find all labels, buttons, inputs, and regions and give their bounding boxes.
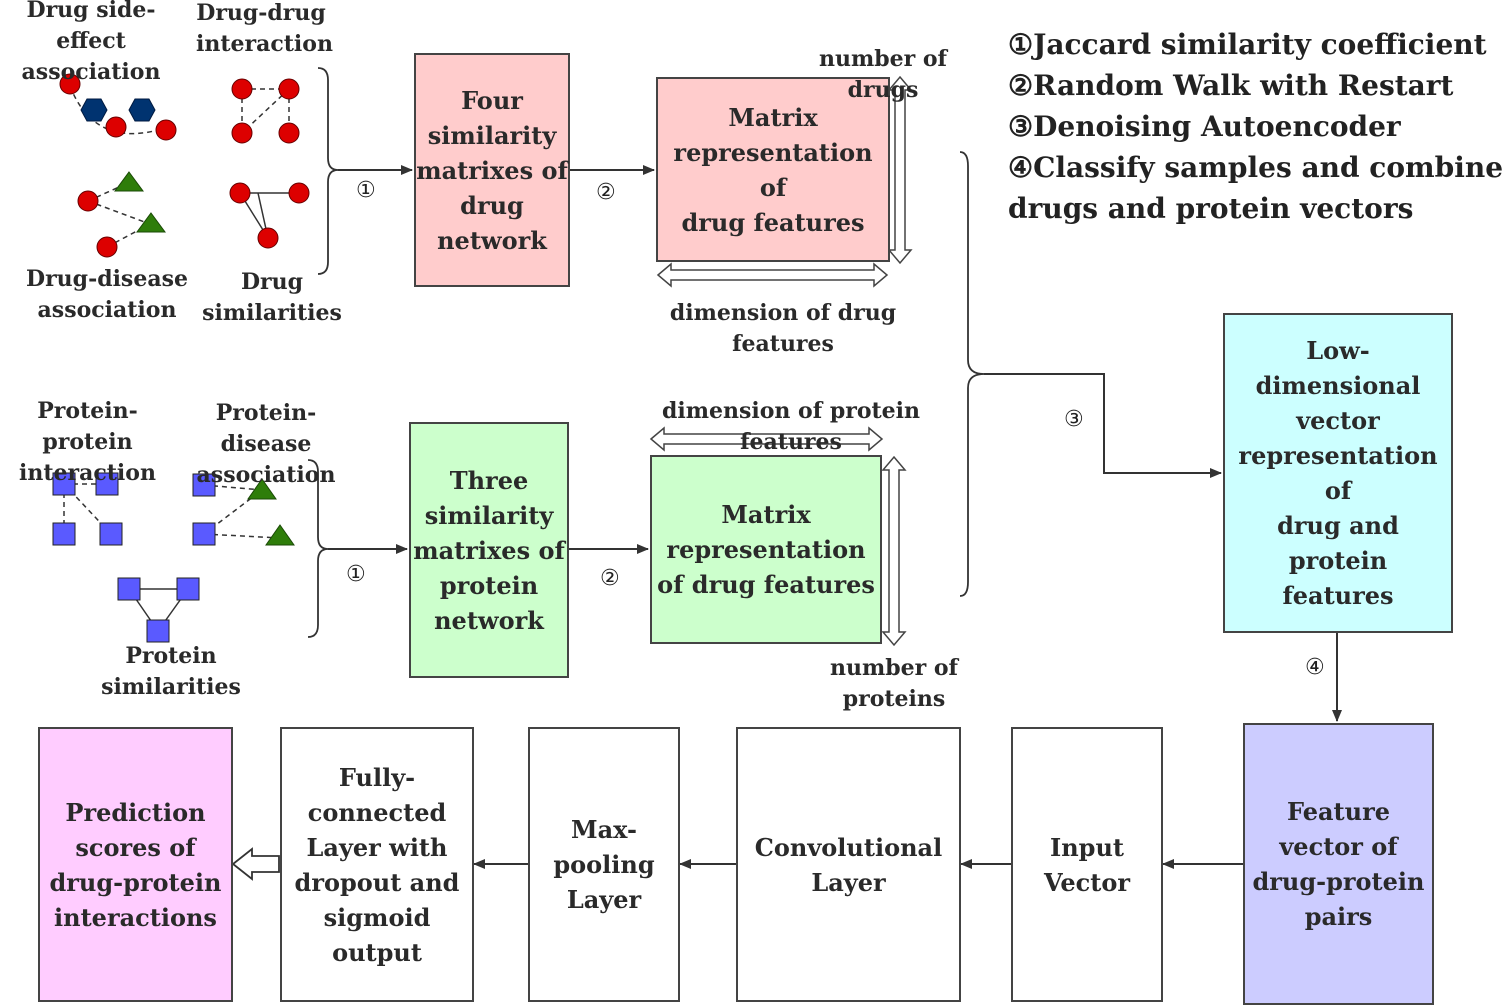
protein-similarity-network — [117, 577, 200, 643]
protein-disease-network — [192, 473, 295, 546]
drug-node-icon — [288, 182, 310, 204]
protein-dim-label: dimension of protein features — [661, 398, 921, 455]
max-pooling-layer-box: Max- pooling Layer — [528, 727, 680, 1002]
drug-node-icon — [231, 78, 253, 100]
feature-vector-box: Feature vector of drug-protein pairs — [1243, 723, 1434, 1005]
drug-disease-network — [77, 171, 166, 258]
legend-item-2: ②Random Walk with Restart — [1008, 69, 1454, 102]
step2-drug-marker: ② — [596, 180, 616, 205]
step4-marker: ④ — [1305, 655, 1325, 680]
drug-matrix-box: Matrix representation of drug features — [656, 77, 890, 262]
drug-side-effect-network — [59, 73, 177, 141]
protein-matrix-box: Matrix representation of drug features — [650, 455, 882, 644]
legend-item-3: ③Denoising Autoencoder — [1008, 110, 1401, 143]
drug-node-icon — [59, 73, 81, 95]
arrow-step3 — [984, 373, 1222, 478]
protein-node-icon — [192, 473, 216, 497]
legend-item-5: drugs and protein vectors — [1008, 192, 1414, 225]
prediction-scores-box: Prediction scores of drug-protein intera… — [38, 727, 233, 1002]
protein-node-icon — [52, 472, 76, 496]
drug-side-effect-label: Drug side-effect association — [21, 0, 161, 85]
protein-similarity-box: Three similarity matrixes of protein net… — [409, 422, 569, 678]
side-effect-node-icon — [128, 98, 156, 122]
protein-node-icon — [117, 577, 141, 601]
step2-protein-marker: ② — [600, 566, 620, 591]
step1-drug-marker: ① — [356, 178, 376, 203]
drug-node-icon — [257, 227, 279, 249]
protein-node-icon — [52, 522, 76, 546]
convolutional-layer-box: Convolutional Layer — [736, 727, 961, 1002]
protein-disease-label: Protein-disease association — [196, 400, 336, 488]
drug-node-icon — [231, 122, 253, 144]
drug-similarity-network — [229, 182, 310, 249]
protein-node-icon — [176, 577, 200, 601]
num-proteins-label: number of proteins — [829, 655, 959, 712]
drug-inputs-brace — [317, 67, 339, 275]
legend: ①Jaccard similarity coefficient ②Random … — [1008, 24, 1503, 229]
disease-node-icon — [136, 212, 166, 233]
diagram-graphics — [52, 67, 1342, 881]
side-effect-node-icon — [80, 98, 108, 122]
num-proteins-arrow — [881, 455, 907, 647]
disease-node-icon — [247, 478, 277, 500]
input-vector-box: Input Vector — [1011, 727, 1163, 1002]
protein-protein-network — [52, 472, 123, 546]
num-drugs-arrow — [887, 75, 913, 265]
drug-similarity-box: Four similarity matrixes of drug network — [414, 53, 570, 287]
drug-drug-label: Drug-drug interaction — [196, 0, 333, 57]
legend-item-1: ①Jaccard similarity coefficient — [1008, 28, 1487, 61]
drug-node-icon — [77, 190, 99, 212]
fully-connected-layer-box: Fully- connected Layer with dropout and … — [280, 727, 474, 1002]
pipeline-diagram: Drug side-effect association Drug-drug i… — [19, 0, 1503, 1005]
num-drugs-label: number of drugs — [818, 46, 948, 103]
disease-node-icon — [114, 171, 144, 192]
drug-node-icon — [96, 236, 118, 258]
low-dimensional-box: Low-dimensional vector representation of… — [1223, 313, 1453, 633]
protein-node-icon — [192, 522, 216, 546]
legend-item-4: ④Classify samples and combine — [1008, 151, 1503, 184]
step1-protein-marker: ① — [346, 562, 366, 587]
matrices-brace — [959, 151, 985, 597]
drug-similarities-label: Drug similarities — [202, 269, 342, 326]
disease-node-icon — [265, 524, 295, 546]
drug-dim-arrow — [656, 262, 889, 288]
drug-node-icon — [278, 122, 300, 144]
protein-node-icon — [146, 619, 170, 643]
drug-node-icon — [278, 78, 300, 100]
protein-protein-label: Protein-protein interaction — [19, 398, 156, 486]
drug-dim-label: dimension of drug features — [669, 300, 897, 357]
drug-node-icon — [229, 182, 251, 204]
step3-marker: ③ — [1064, 407, 1084, 432]
drug-disease-label: Drug-disease association — [26, 266, 188, 323]
drug-node-icon — [155, 119, 177, 141]
protein-dim-arrow — [649, 426, 884, 452]
drug-drug-network — [231, 78, 300, 144]
protein-node-icon — [99, 522, 123, 546]
drug-node-icon — [105, 116, 127, 138]
protein-node-icon — [95, 472, 119, 496]
arrow-fc-to-prediction — [231, 847, 280, 881]
protein-similarities-label: Protein similarities — [101, 643, 241, 700]
